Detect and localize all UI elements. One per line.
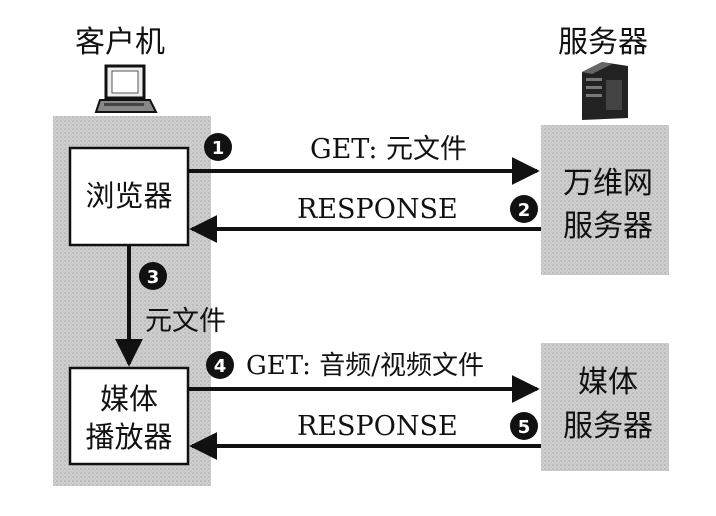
media-player-box	[68, 366, 190, 466]
step-4-label: GET: 音频/视频文件	[246, 351, 484, 381]
browser-box	[68, 146, 190, 247]
step-1-label: GET: 元文件	[310, 134, 467, 165]
step-2-label: RESPONSE	[297, 194, 458, 225]
step-2-badge	[510, 195, 538, 223]
step-3-badge	[139, 262, 167, 290]
media-server-label-2: 服务器	[563, 409, 653, 444]
step-3-label: 元文件	[145, 306, 226, 337]
media-server-panel	[541, 343, 669, 471]
step-5-label: RESPONSE	[297, 411, 458, 442]
server-title: 服务器	[558, 25, 648, 60]
client-title: 客户机	[75, 25, 165, 60]
step-2-number: 2	[518, 200, 531, 221]
media-player-label-2: 播放器	[85, 420, 172, 454]
step-1-number: 1	[212, 138, 225, 159]
computer-icon	[94, 64, 158, 113]
step-4-number: 4	[214, 356, 227, 377]
browser-label: 浏览器	[85, 179, 172, 213]
web-server-panel	[541, 125, 669, 275]
media-player-label-1: 媒体	[100, 382, 158, 416]
media-server-label-1: 媒体	[578, 365, 638, 400]
step-4-badge	[206, 351, 234, 379]
web-server-label-2: 服务器	[563, 209, 653, 244]
step-5-badge	[510, 412, 538, 440]
step-3-number: 3	[147, 267, 160, 288]
web-server-label-1: 万维网	[563, 166, 653, 201]
step-5-number: 5	[518, 417, 531, 438]
step-1-badge	[204, 133, 232, 161]
server-tower-icon	[582, 62, 628, 120]
